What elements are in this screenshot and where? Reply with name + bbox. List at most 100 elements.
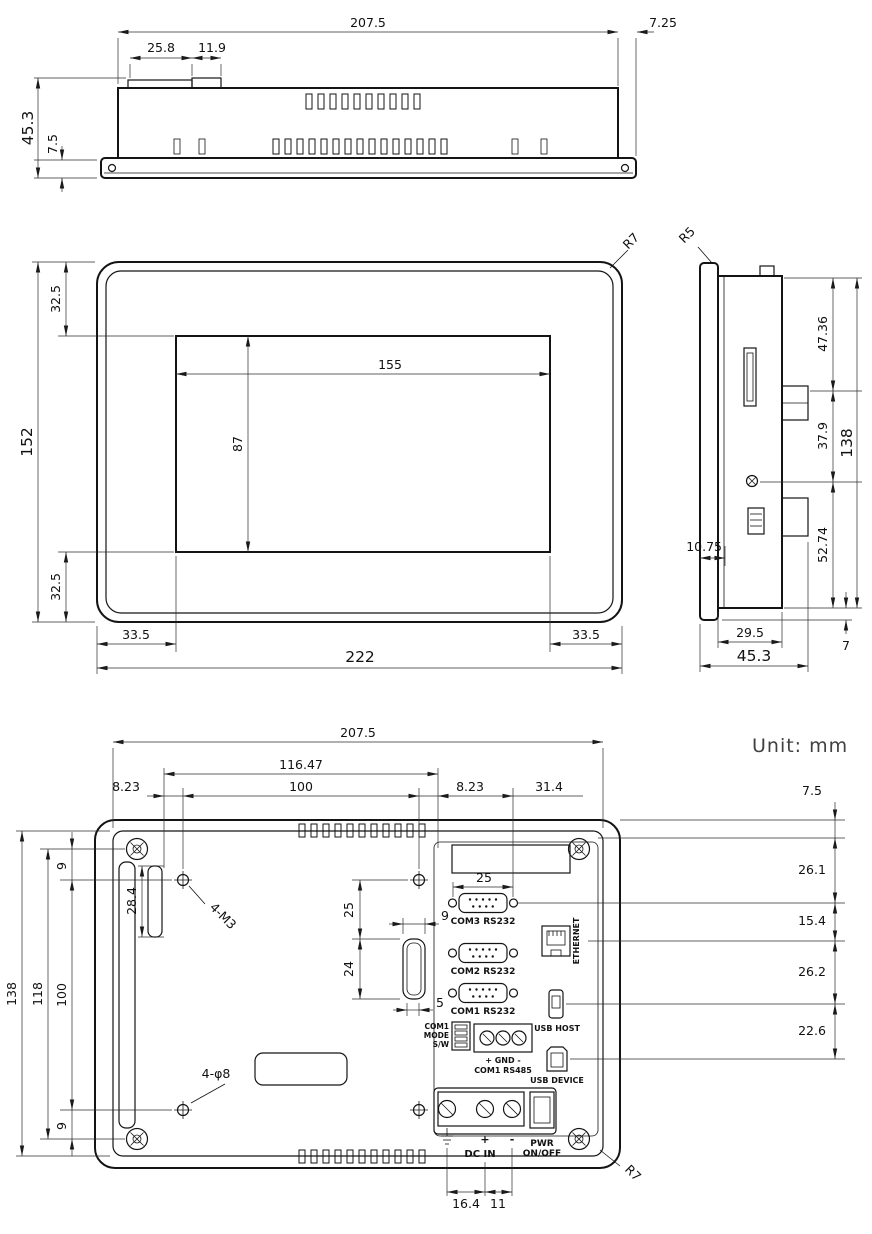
dc-plus-label: + bbox=[480, 1133, 489, 1146]
front-view: R7 32.5 152 32.5 155 87 33.5 33.5 222 bbox=[18, 230, 642, 674]
dim-rear-height: 138 bbox=[4, 982, 19, 1006]
side-view-dimensions: 47.36 37.9 138 52.74 10.75 29.5 45.3 7 bbox=[686, 277, 862, 672]
top-view-notch bbox=[191, 77, 222, 89]
dim-db9-pitch: 25 bbox=[476, 870, 492, 885]
dim-front-top-margin: 32.5 bbox=[48, 285, 63, 313]
usb-device-port bbox=[546, 1046, 568, 1072]
dim-front-height: 152 bbox=[18, 427, 36, 457]
front-bezel-outline bbox=[96, 261, 623, 623]
dim-side-radius: R5 bbox=[676, 224, 698, 246]
r7-leader bbox=[609, 249, 629, 269]
dim-front-width: 222 bbox=[345, 648, 375, 666]
r7-rear-leader bbox=[599, 1149, 621, 1167]
dim-usb-host-gap: 26.2 bbox=[798, 964, 826, 979]
dim-rear-hole-span: 100 bbox=[289, 779, 313, 794]
dim-side-middle: 37.9 bbox=[815, 422, 830, 450]
dim-rear-screw-span-v: 118 bbox=[30, 982, 45, 1006]
side-dip-switch bbox=[747, 507, 765, 535]
com2-connector bbox=[447, 942, 519, 964]
top-view-step bbox=[127, 79, 193, 89]
side-terminal-protrusion bbox=[781, 497, 809, 537]
connector-recess bbox=[433, 841, 599, 1137]
dim-side-total-depth: 45.3 bbox=[737, 647, 772, 665]
dim-top-side-offset: 7.25 bbox=[649, 15, 677, 30]
ethernet-label: ETHERNET bbox=[572, 917, 581, 964]
r5-leader bbox=[697, 246, 713, 264]
dim-center-slot-height: 24 bbox=[341, 961, 356, 977]
vent-slots-lower bbox=[270, 137, 451, 156]
com1-label: COM1 RS232 bbox=[451, 1007, 516, 1017]
usb-device-label: USB DEVICE bbox=[530, 1076, 584, 1085]
vent-slots-upper bbox=[303, 92, 424, 111]
dim-side-upper: 47.36 bbox=[815, 316, 830, 352]
dim-top-width: 207.5 bbox=[350, 15, 386, 30]
com3-connector bbox=[447, 892, 519, 914]
ground-symbol bbox=[441, 1128, 453, 1145]
rear-view: COM3 RS232 COM2 RS232 COM1 RS232 ETHERNE… bbox=[4, 725, 845, 1211]
dim-mount-holes: 4-φ8 bbox=[202, 1066, 231, 1081]
dim-dc-pitch2: 11 bbox=[490, 1196, 506, 1211]
side-body bbox=[717, 275, 783, 609]
dim-center-slot-width: 9 bbox=[441, 908, 449, 923]
bezel-screw-left bbox=[107, 163, 117, 173]
dim-front-bottom-margin: 32.5 bbox=[48, 573, 63, 601]
dim-side-inset: 10.75 bbox=[686, 539, 722, 554]
dim-front-right-margin: 33.5 bbox=[572, 627, 600, 642]
rs485-label-2: COM1 RS485 bbox=[474, 1066, 532, 1075]
front-view-dimensions: 32.5 152 32.5 155 87 33.5 33.5 222 bbox=[18, 261, 623, 674]
dim-usb-dev-gap: 22.6 bbox=[798, 1023, 826, 1038]
dc-in-label: DC IN bbox=[464, 1149, 495, 1160]
dim-rear-offset-left: 8.23 bbox=[112, 779, 140, 794]
side-card-slot bbox=[743, 347, 757, 407]
ethernet-port bbox=[541, 925, 571, 957]
dim-rear-offset-right: 8.23 bbox=[456, 779, 484, 794]
dim-side-height: 138 bbox=[838, 428, 856, 458]
dim-display-height: 87 bbox=[230, 436, 245, 452]
dim-rear-radius: R7 bbox=[622, 1162, 644, 1184]
case-screw-br bbox=[567, 1127, 591, 1151]
power-switch bbox=[529, 1091, 555, 1129]
dc-minus-label: - bbox=[510, 1133, 515, 1146]
rear-outer-outline bbox=[94, 819, 621, 1169]
bezel-screw-right bbox=[620, 163, 630, 173]
top-view: 207.5 7.25 25.8 11.9 45.3 7.5 bbox=[19, 15, 677, 192]
case-screw-bl bbox=[125, 1127, 149, 1151]
dim-display-width: 155 bbox=[378, 357, 402, 372]
dim-top-depth: 45.3 bbox=[19, 111, 37, 146]
mode-label-3: S/W bbox=[433, 1040, 450, 1049]
dim-front-radius: R7 bbox=[620, 230, 642, 252]
usb-host-label: USB HOST bbox=[534, 1024, 580, 1033]
dim-rear-width: 207.5 bbox=[340, 725, 376, 740]
dc-terminal bbox=[437, 1091, 525, 1127]
m3-leader bbox=[188, 885, 206, 905]
side-view: R5 47.36 37.9 138 52.74 10.75 29.5 45.3 … bbox=[676, 224, 862, 672]
dim-side-lower: 52.74 bbox=[815, 527, 830, 563]
top-view-dimensions: 207.5 7.25 25.8 11.9 45.3 7.5 bbox=[19, 15, 677, 192]
mode-label-2: MODE bbox=[424, 1031, 449, 1040]
rear-view-dimensions: 207.5 116.47 100 8.23 8.23 31.4 7.5 26.1… bbox=[4, 725, 845, 1211]
dim-rear-gap-top: 9 bbox=[54, 862, 69, 870]
dim-top-step: 25.8 bbox=[147, 40, 175, 55]
rear-center-slot bbox=[402, 938, 426, 1000]
dim-rear-top-inset: 7.5 bbox=[802, 783, 822, 798]
dim-eth-gap: 15.4 bbox=[798, 913, 826, 928]
rear-left-slot bbox=[118, 861, 136, 1129]
power-section: + - DC IN PWR ON/OFF bbox=[433, 1087, 561, 1160]
dim-rear-gap-bottom: 9 bbox=[54, 1122, 69, 1130]
com1-connector bbox=[447, 982, 519, 1004]
case-screw-tl bbox=[125, 837, 149, 861]
com1-mode-switch bbox=[451, 1021, 471, 1051]
dim-dc-pitch1: 16.4 bbox=[452, 1196, 480, 1211]
phi8-leader bbox=[190, 1083, 226, 1104]
top-view-bezel bbox=[100, 157, 637, 179]
dim-slot-offset: 25 bbox=[341, 902, 356, 918]
com3-label: COM3 RS232 bbox=[451, 917, 516, 927]
dim-rear-screw-span: 116.47 bbox=[279, 757, 323, 772]
unit-label: Unit: mm bbox=[752, 735, 848, 757]
dim-side-body-depth: 29.5 bbox=[736, 625, 764, 640]
rs485-terminal bbox=[473, 1023, 533, 1053]
dim-top-bezel-depth: 7.5 bbox=[45, 134, 60, 154]
dim-front-left-margin: 33.5 bbox=[122, 627, 150, 642]
